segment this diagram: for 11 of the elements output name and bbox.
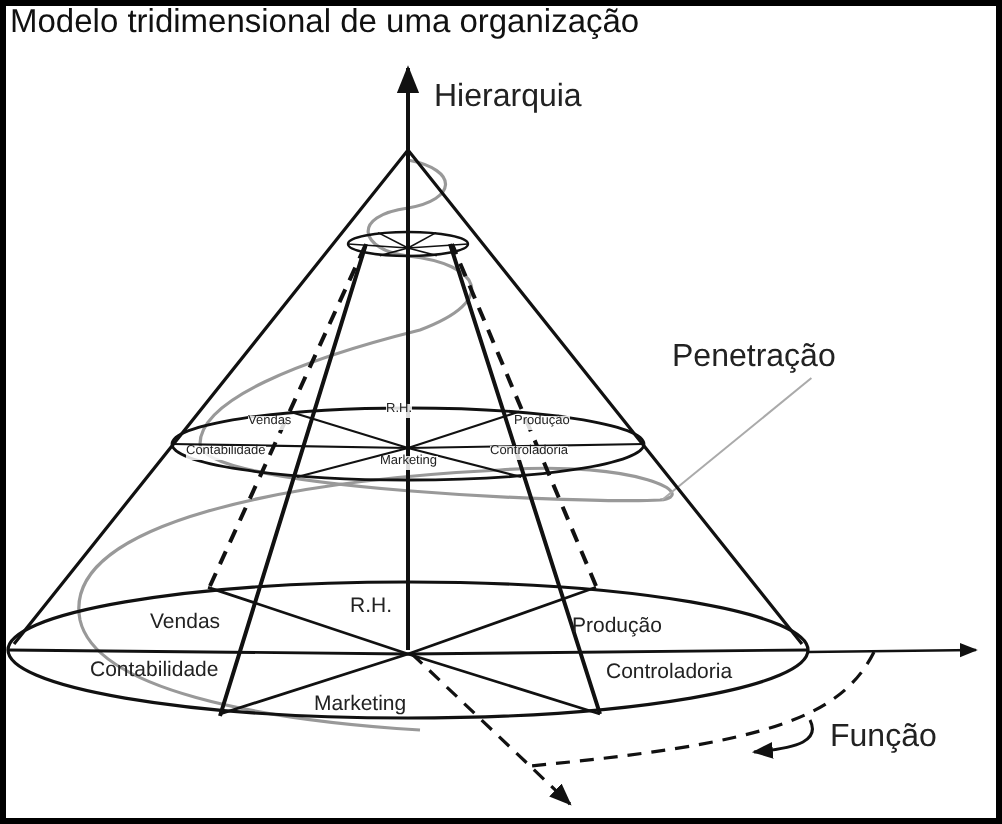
axis-label: Penetração [672,342,836,374]
segment-label: R.H. [350,596,392,617]
leader-line [661,377,813,501]
segment-label: Contabilidade [90,660,219,681]
segment-label: Controladoria [606,662,733,683]
segment-label: Produção [572,616,662,637]
segment-label: Marketing [314,694,407,715]
axis-label: Função [830,722,937,754]
segment-label: Vendas [150,612,221,633]
axis-label: Hierarquia [434,82,582,114]
diagram-title: Modelo tridimensional de uma organização [10,6,640,39]
